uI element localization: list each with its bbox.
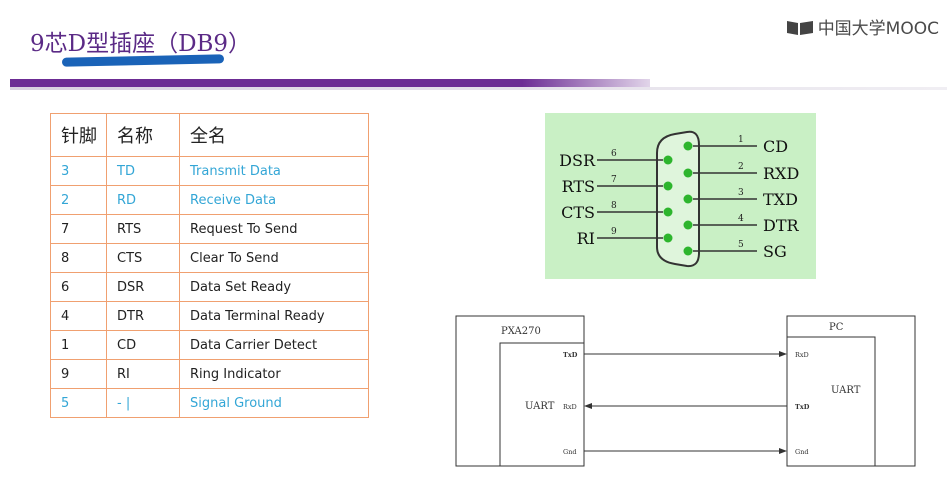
header-name: 名称: [106, 113, 180, 157]
name-cell: CTS: [106, 243, 180, 273]
rxd-arrowhead: [584, 403, 592, 409]
pin-label: SG: [763, 242, 787, 261]
name-cell: DSR: [106, 272, 180, 302]
pin-label: DSR: [559, 151, 596, 170]
left-txd-label: TxD: [563, 351, 578, 359]
pin-label: RTS: [562, 177, 595, 196]
db9-connector-diagram: 1 CD 2 RXD 3 TXD 4 DTR 5 SG 6 DSR 7 RTS 8 CTS 9 RI: [545, 113, 816, 279]
pc-uart-box: [786, 336, 876, 467]
pin-number: 5: [738, 240, 744, 250]
pin-dot: [663, 181, 673, 191]
left-gnd-label: Gnd: [563, 448, 577, 456]
pin-number: 1: [738, 135, 744, 145]
fullname-cell: Request To Send: [179, 214, 369, 244]
pin-cell: 6: [50, 272, 107, 302]
pin-dot: [663, 207, 673, 217]
pin-label: TXD: [763, 190, 798, 209]
pin-number: 7: [611, 175, 617, 185]
table-header-row: 针脚 名称 全名: [50, 113, 369, 157]
pin-label: CD: [763, 137, 788, 156]
pin-label: RXD: [763, 164, 799, 183]
pin-label: DTR: [763, 216, 800, 235]
fullname-cell: Data Carrier Detect: [179, 330, 369, 360]
fullname-cell: Ring Indicator: [179, 359, 369, 389]
pin-number: 2: [738, 162, 744, 172]
uart-connection-diagram: PXA270 UART TxD RxD Gnd PC UART RxD TxD …: [455, 314, 925, 478]
right-uart-label: UART: [831, 385, 861, 396]
pin-cell: 9: [50, 359, 107, 389]
db9-connector-svg: 1 CD 2 RXD 3 TXD 4 DTR 5 SG 6 DSR 7 RTS 8 CTS 9 RI: [559, 130, 800, 268]
pin-dot: [683, 194, 693, 204]
pin-dot: [683, 168, 693, 178]
txd-arrowhead: [779, 351, 787, 357]
pin-dot: [663, 233, 673, 243]
pin-dot: [683, 141, 693, 151]
left-rxd-label: RxD: [563, 403, 577, 411]
uart-svg: PXA270 UART TxD RxD Gnd PC UART RxD TxD …: [455, 315, 916, 467]
name-cell: RTS: [106, 214, 180, 244]
pin-cell: 1: [50, 330, 107, 360]
pin-cell: 4: [50, 301, 107, 331]
name-cell: TD: [106, 156, 180, 186]
right-rxd-label: RxD: [795, 351, 809, 359]
pin-cell: 8: [50, 243, 107, 273]
name-cell: DTR: [106, 301, 180, 331]
book-icon: [786, 20, 813, 35]
gnd-arrowhead: [779, 448, 787, 454]
pin-number: 4: [738, 214, 744, 224]
fullname-cell: Signal Ground: [179, 388, 369, 418]
pin-label: RI: [577, 229, 595, 248]
pin-cell: 3: [50, 156, 107, 186]
header-divider: [10, 87, 947, 90]
name-cell: RD: [106, 185, 180, 215]
pin-number: 3: [738, 188, 744, 198]
header-fullname: 全名: [179, 113, 369, 157]
name-cell: CD: [106, 330, 180, 360]
pin-cell: 5: [50, 388, 107, 418]
pxa270-label: PXA270: [501, 326, 541, 337]
pin-number: 9: [611, 227, 617, 237]
fullname-cell: Data Set Ready: [179, 272, 369, 302]
pin-number: 8: [611, 201, 617, 211]
pxa270-uart-box: [499, 342, 585, 467]
pin-dot: [663, 155, 673, 165]
header-bar: [10, 79, 650, 87]
name-cell: RI: [106, 359, 180, 389]
fullname-cell: Data Terminal Ready: [179, 301, 369, 331]
right-gnd-label: Gnd: [795, 448, 809, 456]
pin-label: CTS: [561, 203, 595, 222]
pc-label: PC: [829, 322, 844, 333]
fullname-cell: Transmit Data: [179, 156, 369, 186]
pin-number: 6: [611, 149, 617, 159]
fullname-cell: Receive Data: [179, 185, 369, 215]
pin-cell: 7: [50, 214, 107, 244]
pin-dot: [683, 220, 693, 230]
slide-title: 9芯D型插座（DB9）: [30, 31, 252, 57]
fullname-cell: Clear To Send: [179, 243, 369, 273]
table-row: 5- |Signal Ground: [50, 388, 369, 418]
left-uart-label: UART: [525, 401, 555, 412]
name-cell: - |: [106, 388, 180, 418]
pin-dot: [683, 246, 693, 256]
mooc-logo: 中国大学MOOC: [786, 14, 939, 39]
header-pin: 针脚: [50, 113, 107, 157]
logo-text: 中国大学MOOC: [817, 19, 939, 39]
pin-cell: 2: [50, 185, 107, 215]
connector-shell: [656, 130, 700, 268]
right-txd-label: TxD: [795, 403, 810, 411]
